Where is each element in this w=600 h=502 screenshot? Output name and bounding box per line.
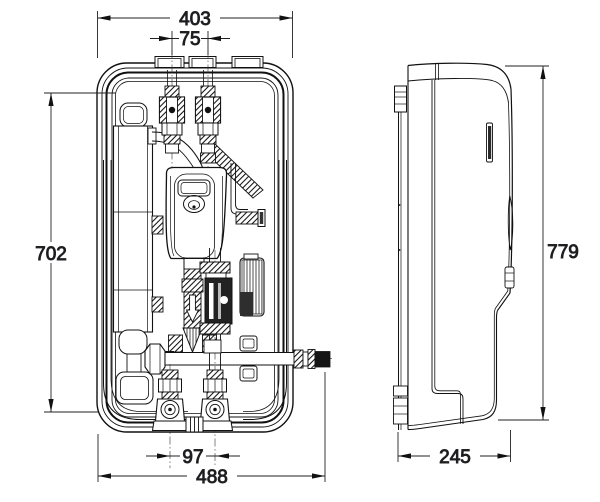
- dim-overall-width-value: 403: [179, 9, 211, 30]
- expansion-vessel: [112, 102, 164, 405]
- dim-overall-width: 403: [97, 7, 293, 58]
- arrow-left: [216, 453, 229, 459]
- side-body: [407, 62, 515, 431]
- dim-total-width: 488: [97, 372, 326, 488]
- perimeter-pipe-right: [243, 160, 287, 420]
- dim-depth: 245: [397, 430, 511, 468]
- cover-seam: [431, 80, 464, 424]
- top-valve-left: [158, 50, 186, 168]
- dim-bottom-ports-spacing: 97: [146, 446, 240, 468]
- dim-depth-value: 245: [439, 447, 471, 468]
- bottom-valve-left: [151, 364, 189, 468]
- arrow-left: [98, 473, 111, 479]
- dim-overall-height: 779: [498, 65, 579, 421]
- front-view: [96, 50, 334, 468]
- back-mounting-plate: [393, 85, 408, 430]
- side-view: [393, 62, 515, 431]
- arrow-left: [208, 35, 221, 42]
- dim-cabinet-height: 702: [26, 92, 116, 413]
- front-face-clip: [504, 266, 515, 289]
- bottom-rail-block: [185, 416, 204, 433]
- dim-cabinet-height-value: 702: [35, 244, 67, 265]
- arrow-right: [279, 15, 293, 21]
- front-face-handle-slot: [486, 122, 493, 163]
- dim-overall-height-value: 779: [547, 242, 579, 263]
- dim-bottom-ports-spacing-value: 97: [182, 447, 203, 468]
- pump-head-box: [239, 253, 265, 317]
- dim-top-ports-spacing: 75: [150, 29, 230, 55]
- sensor-stub-pipe: [230, 163, 266, 227]
- circulation-pump: [165, 166, 228, 270]
- side-port-pipe: [144, 335, 334, 382]
- flow-direction-arrow: [185, 294, 200, 324]
- strainer-assembly: [181, 268, 204, 354]
- arrow-left: [97, 15, 111, 21]
- arrow-right: [159, 35, 172, 42]
- arrow-left: [398, 453, 411, 459]
- arrow-right: [157, 453, 170, 459]
- bottom-valve-right: [196, 369, 234, 431]
- side-port-fitting: [293, 349, 331, 369]
- arrow-right: [312, 473, 325, 479]
- arrow-up: [48, 93, 54, 106]
- pump-control-knob: [183, 195, 205, 213]
- arrow-down: [540, 407, 546, 420]
- hex-nut: [144, 343, 166, 375]
- perimeter-pipe-left: [103, 160, 188, 420]
- dim-total-width-value: 488: [196, 467, 228, 488]
- dim-top-ports-spacing-value: 75: [179, 29, 200, 50]
- dimensions: 403 75 702 97: [26, 7, 579, 488]
- top-valve-right: [194, 50, 222, 168]
- arrow-right: [497, 453, 511, 459]
- secondary-pump: [199, 248, 265, 468]
- top-knockout-tabs: [154, 56, 264, 68]
- arrow-down: [48, 399, 54, 412]
- front-face-lens: [507, 195, 514, 251]
- pipe-flange-pair: [239, 335, 258, 382]
- arrow-up: [540, 66, 546, 79]
